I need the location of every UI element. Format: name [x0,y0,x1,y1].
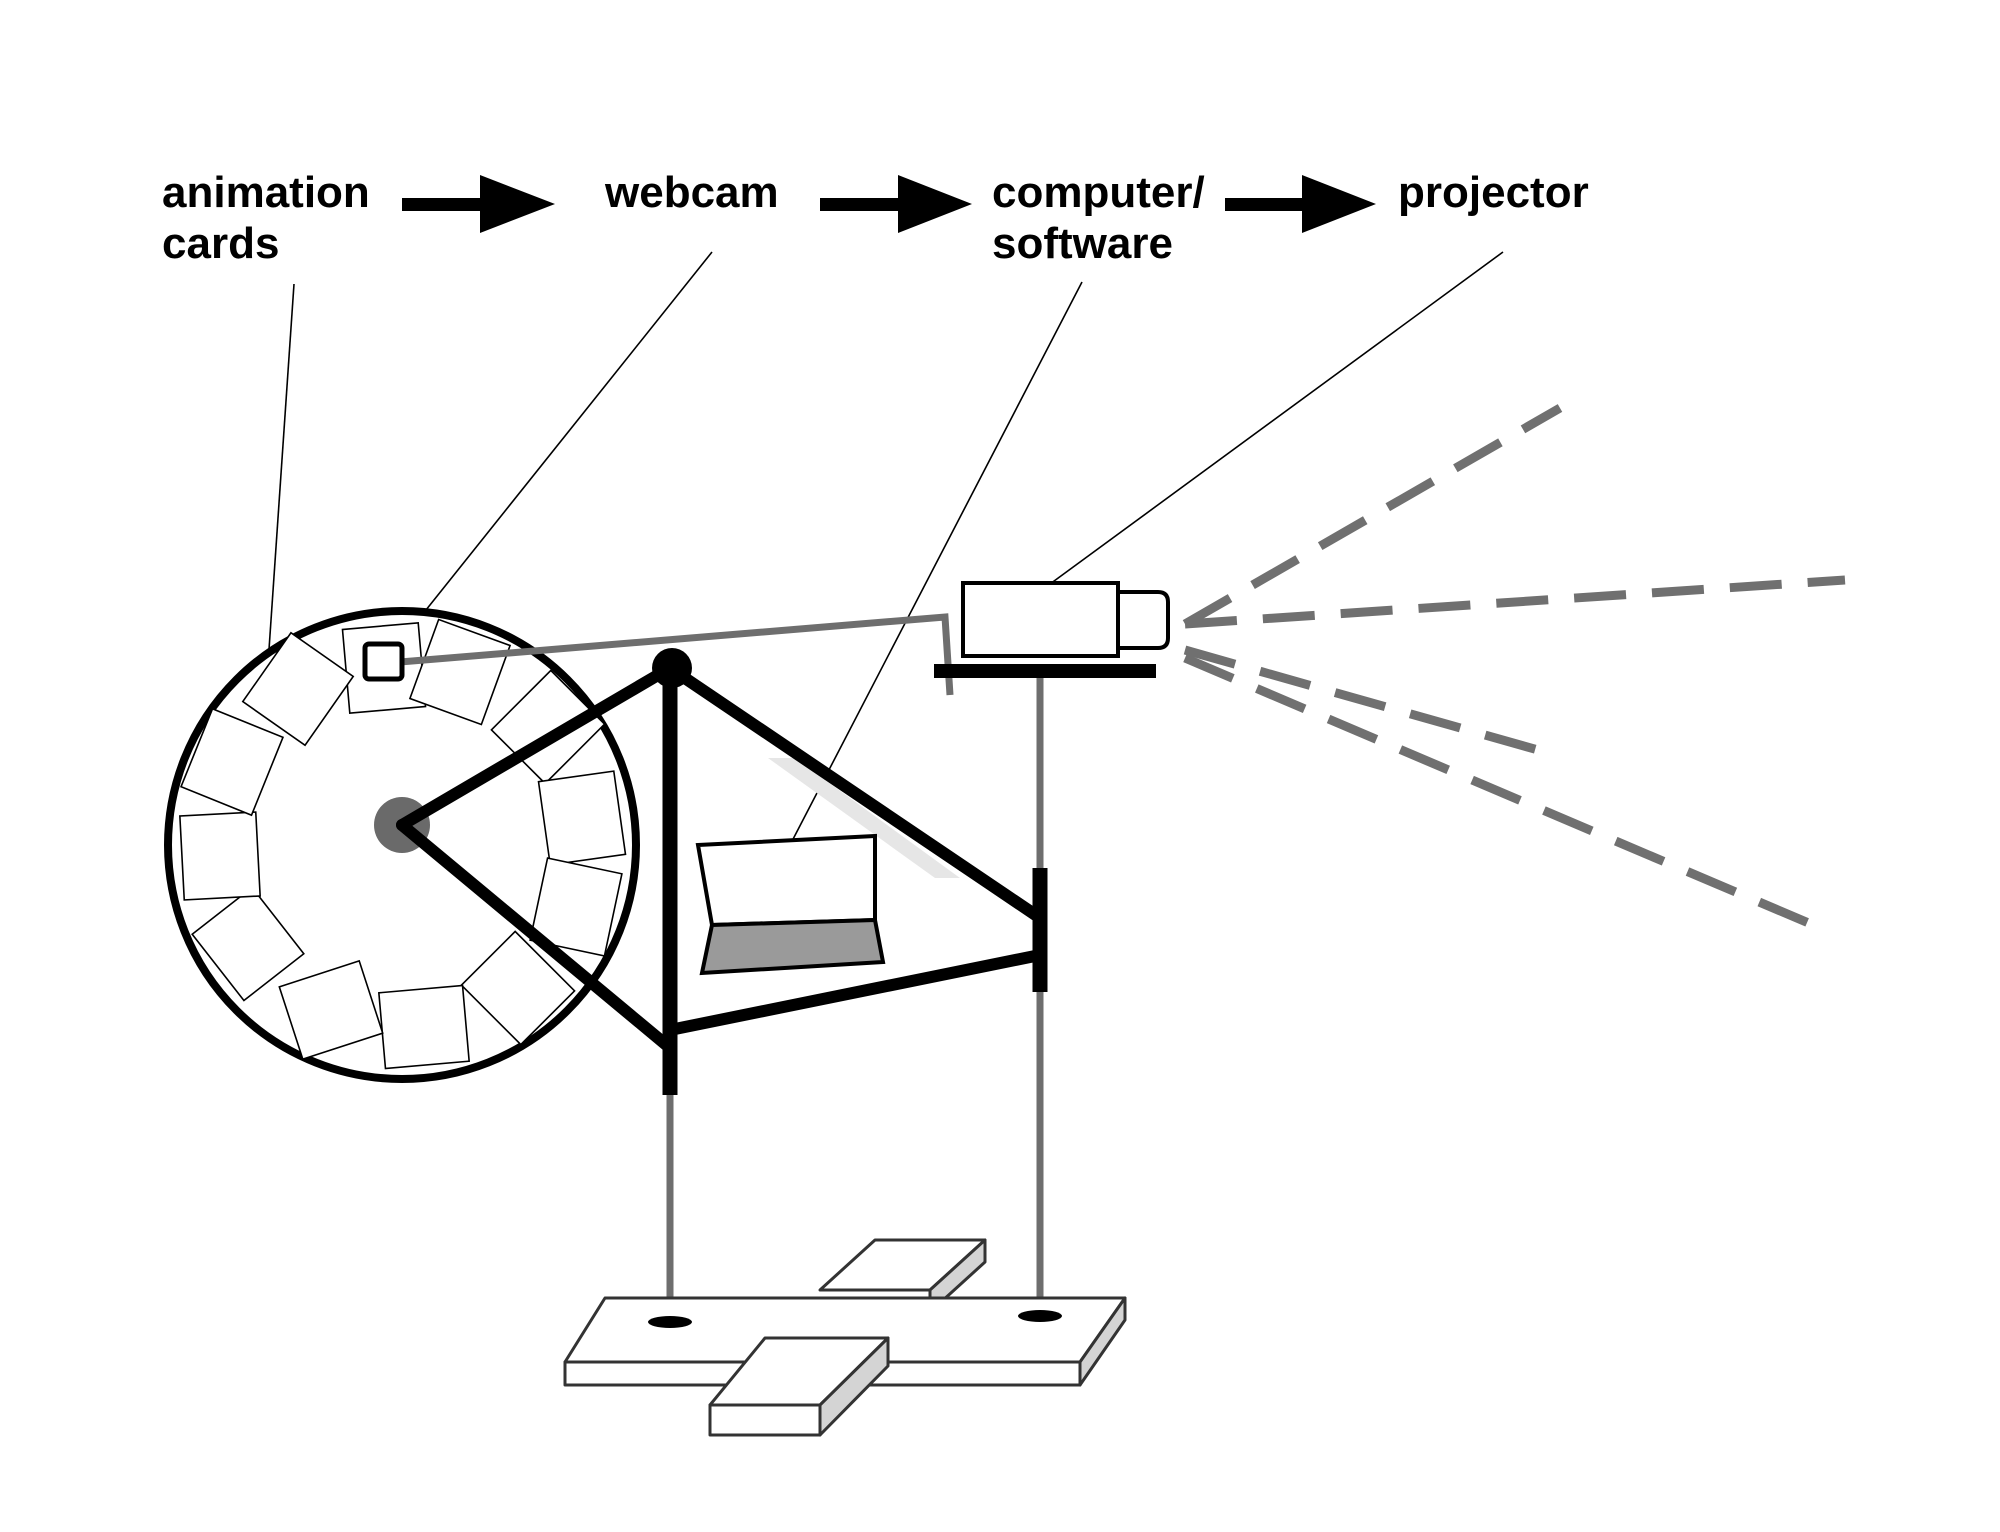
label-animation-cards-2: cards [162,219,279,268]
flow-arrow-3 [1225,175,1376,233]
label-projector: projector [1398,168,1589,217]
label-computer-1: computer/ [992,168,1205,217]
laptop-shadow [768,758,960,878]
flow-arrow-1 [402,175,555,233]
black-frame [396,662,1046,1054]
label-animation-cards-1: animation [162,168,370,217]
projection-beams [1182,404,1846,935]
label-computer-2: software [992,219,1173,268]
flow-arrow-2 [820,175,972,233]
leader-lines [264,251,1504,846]
card-wheel-icon [164,607,640,1083]
stand-base-icon [563,1238,1127,1437]
projector-icon [934,581,1170,678]
laptop-icon [695,833,886,976]
rod-foot-left [648,1316,692,1328]
webcam-icon [362,641,405,682]
label-webcam: webcam [604,168,779,217]
rod-foot-right [1018,1310,1062,1322]
frame-joint [652,648,692,688]
